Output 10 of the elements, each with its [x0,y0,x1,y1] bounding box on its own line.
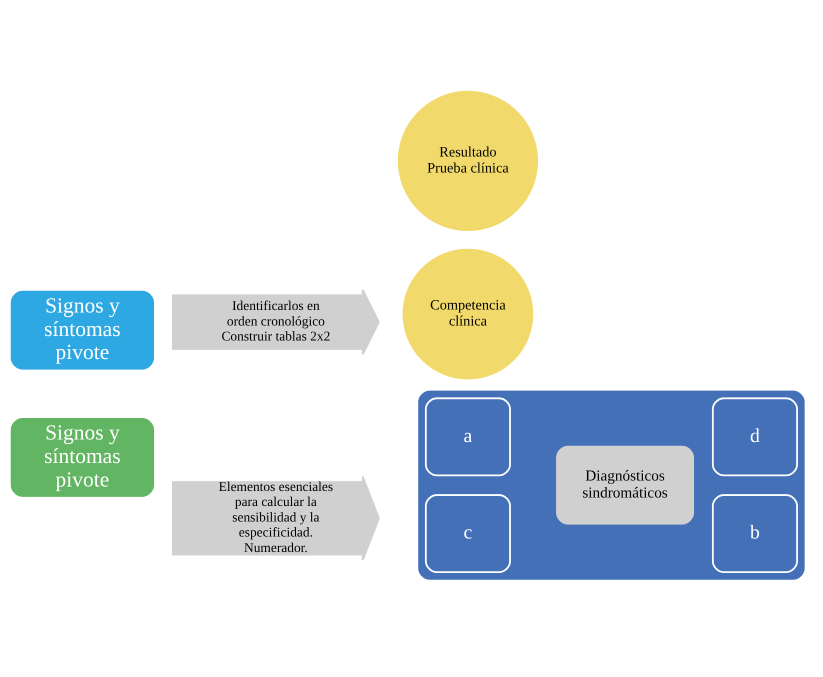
node-box: d [712,396,798,476]
node-box: Signos y síntomas pivote [10,290,154,370]
node-box: Signos y síntomas pivote [10,418,154,496]
node-box: c [424,494,511,572]
node-box: a [424,396,511,476]
node-circle: Resultado Prueba clínica [398,90,538,231]
node-circle: Competencia clínica [402,248,534,379]
cluster [418,390,805,580]
node-box: Diagnósticos sindromáticos [556,445,694,524]
node-box: b [712,494,798,572]
